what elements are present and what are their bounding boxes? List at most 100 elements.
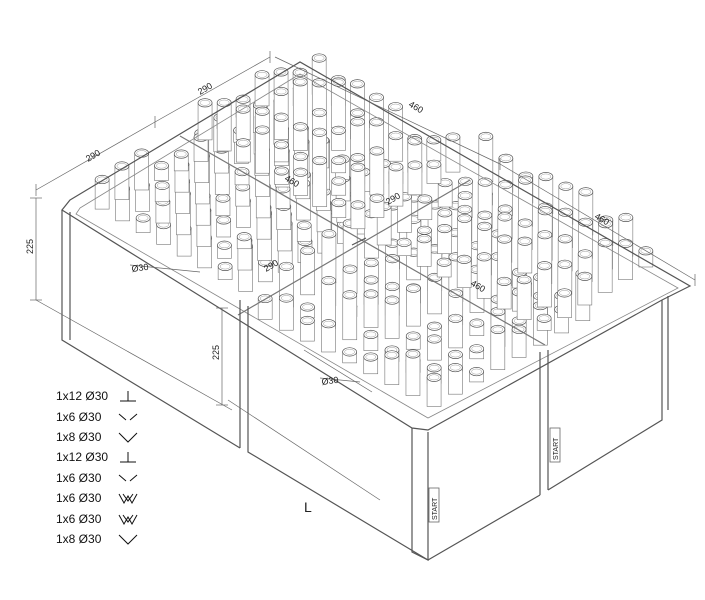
tube-field [94,53,654,407]
double-v-icon [118,493,138,505]
dim-diameter-2: Ø30 [321,375,339,387]
tube [557,288,572,318]
firing-legend: 1x12 Ø30 1x6 Ø30 1x8 Ø30 1x12 Ø30 1x6 Ø3… [56,386,138,549]
tube [417,194,433,220]
tube [255,125,270,174]
tube [476,252,492,299]
tube [363,352,379,375]
tube [135,213,151,233]
legend-item: 1x6 Ø30 [56,406,138,426]
v-icon [118,534,138,545]
front-label: L [304,499,312,515]
start-tag-2: START [549,427,561,463]
tube [447,363,463,395]
dimension-lines [30,51,696,501]
tube [363,329,379,351]
tube [274,166,289,185]
tube [215,193,231,216]
tube [293,122,308,151]
tube [236,232,252,250]
tube [497,234,512,286]
tube [342,347,357,364]
tube [490,324,506,370]
tube [216,98,232,152]
tube [331,155,346,174]
tube [331,77,346,129]
tube [369,193,385,218]
tube [350,200,366,230]
tube [457,213,472,265]
tube [384,295,400,339]
tube [437,224,452,254]
tube [331,125,346,151]
tube [511,324,527,358]
double-v-icon [118,514,138,525]
tube [257,293,273,320]
tube [350,162,366,207]
box-outlines [61,61,692,561]
tube [469,367,484,383]
start-label-1: START [432,497,439,520]
perpendicular-icon [120,452,136,463]
tube [235,182,251,207]
tube [469,344,485,360]
fan-half-icon [118,413,138,420]
tube [321,276,337,330]
tube [427,321,442,338]
tube [273,112,289,140]
tube [154,180,170,203]
tube [234,167,250,186]
tube [557,259,573,295]
start-label-2: START [553,437,560,460]
tube [331,176,347,196]
dim-diameter-1: Ø30 [131,262,149,274]
tube [342,290,358,341]
tube [321,229,337,283]
dim-top-width: 290 [196,81,214,97]
tube [217,261,233,280]
tube [235,138,251,163]
legend-item: 1x6 Ø30 [56,508,138,528]
dim-left-width: 290 [84,148,102,164]
tube [517,236,533,274]
tube [216,215,232,238]
start-tag-1: START [428,487,440,523]
tube [134,148,150,191]
tube [416,234,432,267]
tube [311,78,327,118]
tube [235,104,251,140]
tube [496,276,512,310]
tube [300,315,315,342]
tube [321,319,336,353]
tube [363,289,379,328]
tube [577,271,593,306]
tube [384,350,400,385]
tube [405,331,421,350]
tube [114,161,130,200]
tube [278,293,294,331]
perpendicular-icon [120,391,136,402]
tube [426,372,442,407]
tube [469,318,485,336]
legend-item: 1x8 Ø30 [56,529,138,549]
legend-item: 1x6 Ø30 [56,468,138,488]
tube [456,254,472,288]
tube [407,160,423,196]
tube [275,184,291,209]
tube [369,146,385,196]
tube [296,220,312,242]
dim-top-length: 460 [407,99,425,115]
tube [274,140,289,163]
tube [445,132,461,173]
v-icon [118,432,138,443]
tube [426,334,442,361]
tube [426,135,442,162]
tube [406,283,421,327]
tube [369,117,384,151]
tube [396,237,412,256]
dim-height-front: 225 [211,345,221,360]
tube [618,238,633,280]
tube [156,220,171,245]
tube [312,127,327,162]
tube [217,240,232,259]
